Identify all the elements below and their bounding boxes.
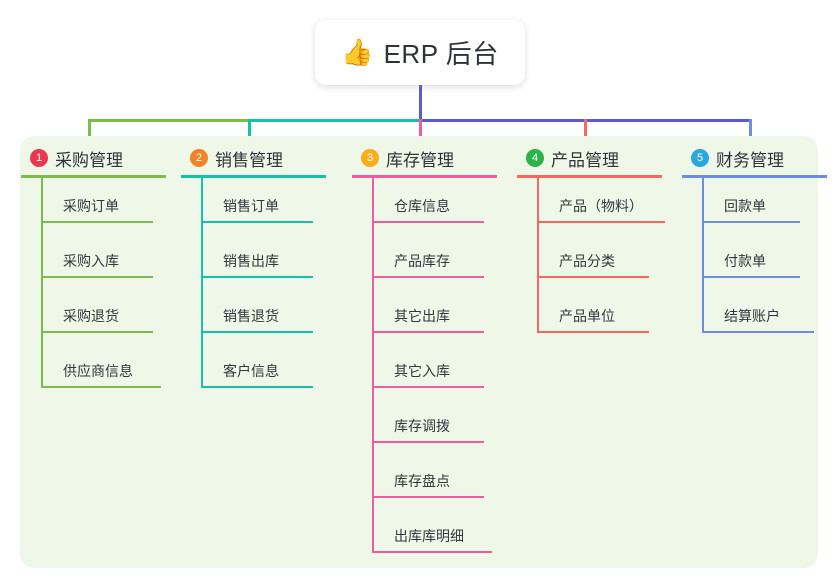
root-node[interactable]: 👍 ERP 后台 bbox=[315, 20, 525, 85]
branch-item-label: 付款单 bbox=[724, 253, 766, 269]
branch-header-rule bbox=[517, 175, 662, 178]
branch-item-label: 产品（物料） bbox=[559, 198, 643, 214]
branch-item-label: 库存调拨 bbox=[394, 418, 450, 434]
branch-column-purchasing: 1 采购管理采购订单采购入库采购退货供应商信息 bbox=[20, 146, 185, 388]
branch-item-label: 其它入库 bbox=[394, 363, 450, 379]
thumbs-up-icon: 👍 bbox=[341, 37, 374, 68]
branch-item-rule bbox=[372, 386, 484, 388]
branch-spine bbox=[702, 177, 704, 332]
branch-header-rule bbox=[352, 175, 497, 178]
branch-spine bbox=[372, 177, 374, 552]
branch-header-rule bbox=[21, 175, 166, 178]
branch-item-rule bbox=[201, 221, 313, 223]
branch-item-rule bbox=[41, 386, 161, 388]
branch-title: 产品管理 bbox=[551, 150, 619, 170]
branch-number-badge: 5 bbox=[691, 149, 709, 167]
branch-item-label: 采购订单 bbox=[63, 198, 119, 214]
branch-item-label: 回款单 bbox=[724, 198, 766, 214]
branch-item-rule bbox=[201, 386, 313, 388]
branch-item-rule bbox=[537, 221, 665, 223]
branch-stem-product bbox=[584, 119, 587, 146]
branch-item-rule bbox=[372, 496, 484, 498]
branch-header-product[interactable]: 4 产品管理 bbox=[516, 146, 681, 170]
branch-item-label: 销售订单 bbox=[223, 198, 279, 214]
branch-item-label: 产品库存 bbox=[394, 253, 450, 269]
branch-item-label: 采购入库 bbox=[63, 253, 119, 269]
branch-item-rule bbox=[41, 331, 153, 333]
branch-number-badge: 1 bbox=[30, 149, 48, 167]
branch-item-label: 其它出库 bbox=[394, 308, 450, 324]
branch-header-finance[interactable]: 5 财务管理 bbox=[681, 146, 839, 170]
branch-item-rule bbox=[372, 276, 484, 278]
branch-item-rule bbox=[702, 221, 800, 223]
branch-item-rule bbox=[372, 331, 484, 333]
branch-item-label: 出库库明细 bbox=[394, 528, 464, 544]
root-title: ERP 后台 bbox=[383, 39, 499, 69]
branch-header-rule bbox=[181, 175, 326, 178]
branch-stem-inventory bbox=[419, 119, 422, 146]
branch-item-rule bbox=[702, 276, 800, 278]
branch-column-product: 4 产品管理产品（物料） 产品分类产品单位 bbox=[516, 146, 681, 333]
branch-item-rule bbox=[372, 551, 492, 553]
branch-item-rule bbox=[702, 331, 814, 333]
branch-spine bbox=[537, 177, 539, 332]
branch-item-rule bbox=[537, 331, 649, 333]
branch-item-rule bbox=[372, 221, 484, 223]
branch-number-badge: 4 bbox=[526, 149, 544, 167]
branch-item-label: 产品分类 bbox=[559, 253, 615, 269]
branch-spine bbox=[41, 177, 43, 387]
branch-number-badge: 2 bbox=[190, 149, 208, 167]
branch-item-rule bbox=[537, 276, 649, 278]
branch-header-inventory[interactable]: 3 库存管理 bbox=[351, 146, 516, 170]
branch-header-sales[interactable]: 2 销售管理 bbox=[180, 146, 345, 170]
branch-header-rule bbox=[682, 175, 827, 178]
branch-item-label: 产品单位 bbox=[559, 308, 615, 324]
branch-item-label: 销售出库 bbox=[223, 253, 279, 269]
branch-item-label: 结算账户 bbox=[724, 308, 780, 324]
branch-stem-sales bbox=[248, 119, 251, 146]
bus-green bbox=[88, 119, 248, 122]
branch-item-label: 采购退货 bbox=[63, 308, 119, 324]
branch-item-rule bbox=[201, 331, 313, 333]
branch-spine bbox=[201, 177, 203, 387]
branch-header-purchasing[interactable]: 1 采购管理 bbox=[20, 146, 185, 170]
branch-column-finance: 5 财务管理回款单付款单结算账户 bbox=[681, 146, 839, 333]
branch-item-rule bbox=[372, 441, 484, 443]
branch-column-inventory: 3 库存管理仓库信息产品库存其它出库其它入库库存调拨库存盘点出库库明细 bbox=[351, 146, 516, 553]
branch-item-rule bbox=[41, 221, 153, 223]
bus-teal bbox=[248, 119, 419, 122]
branch-stem-finance bbox=[749, 119, 752, 146]
branch-title: 库存管理 bbox=[386, 150, 454, 170]
branch-number-badge: 3 bbox=[361, 149, 379, 167]
branch-item-label: 销售退货 bbox=[223, 308, 279, 324]
branch-title: 销售管理 bbox=[215, 150, 283, 170]
branch-item-rule bbox=[41, 276, 153, 278]
branch-title: 采购管理 bbox=[55, 150, 123, 170]
root-stem bbox=[419, 85, 422, 122]
branch-item-label: 客户信息 bbox=[223, 363, 279, 379]
branch-item-rule bbox=[201, 276, 313, 278]
branch-item-label: 仓库信息 bbox=[394, 198, 450, 214]
branch-item-label: 供应商信息 bbox=[63, 363, 133, 379]
branch-title: 财务管理 bbox=[716, 150, 784, 170]
branch-stem-purchasing bbox=[88, 119, 91, 146]
branch-item-label: 库存盘点 bbox=[394, 473, 450, 489]
branch-column-sales: 2 销售管理销售订单销售出库销售退货客户信息 bbox=[180, 146, 345, 388]
